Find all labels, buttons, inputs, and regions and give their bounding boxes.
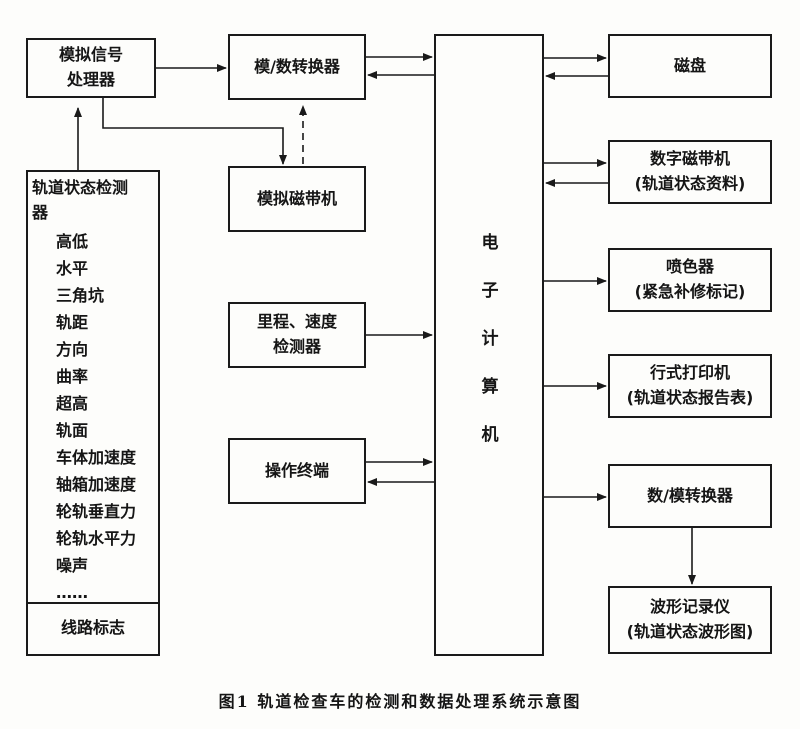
detector-title: 轨道状态检测 器 — [32, 176, 128, 226]
digital-tape-box: 数字磁带机 (轨道状态资料) — [608, 140, 772, 204]
da-converter-box: 数/模转换器 — [608, 464, 772, 528]
detector-item: 三角坑 — [56, 286, 105, 305]
computer-char: 算 — [481, 377, 499, 397]
line-printer-line1: 行式打印机 — [649, 363, 730, 383]
detector-item: 轮轨水平力 — [56, 529, 137, 548]
detector-item: 噪声 — [56, 556, 89, 575]
detector-title-line1: 轨道状态检测 — [32, 178, 129, 197]
detector-item: 轴箱加速度 — [56, 475, 137, 494]
operator-terminal-label: 操作终端 — [264, 460, 329, 480]
figure-caption: 图1 轨道检查车的检测和数据处理系统示意图 — [218, 692, 582, 711]
computer-char: 子 — [481, 281, 499, 301]
waveform-recorder-line2: (轨道状态波形图) — [626, 622, 754, 641]
arrow-processor-to-tape — [102, 96, 287, 165]
mileage-detector-line2: 检测器 — [272, 337, 321, 356]
line-printer-line2: (轨道状态报告表) — [626, 388, 754, 407]
mileage-detector-line1: 里程、速度 — [256, 312, 337, 332]
detector-item: 轨面 — [56, 421, 89, 440]
detector-item: 水平 — [56, 259, 89, 278]
computer-char: 电 — [481, 233, 499, 253]
waveform-recorder-box: 波形记录仪 (轨道状态波形图) — [608, 586, 772, 654]
disk-box: 磁盘 — [608, 34, 772, 98]
electronic-computer-box — [434, 34, 544, 656]
analog-tape-label: 模拟磁带机 — [256, 188, 337, 208]
detector-item-list: 高低 水平 三角坑 轨距 方向 曲率 超高 轨面 车体加速度 轴箱加速度 轮轨垂… — [56, 228, 136, 606]
line-marker-box: 线路标志 — [26, 602, 160, 656]
detector-item: 高低 — [56, 232, 89, 251]
detector-item: 曲率 — [56, 367, 89, 386]
sprayer-line2: (紧急补修标记) — [634, 282, 746, 301]
detector-item: 方向 — [56, 340, 89, 359]
sprayer-box: 喷色器 (紧急补修标记) — [608, 248, 772, 312]
disk-label: 磁盘 — [673, 55, 706, 75]
digital-tape-line2: (轨道状态资料) — [634, 174, 746, 193]
ad-converter-box: 模/数转换器 — [228, 34, 366, 100]
analog-processor-line1: 模拟信号 — [58, 45, 123, 65]
line-marker-label: 线路标志 — [60, 617, 125, 637]
ad-converter-label: 模/数转换器 — [254, 56, 340, 76]
computer-char: 机 — [481, 425, 499, 445]
detector-item: …… — [56, 583, 88, 602]
waveform-recorder-line1: 波形记录仪 — [649, 597, 730, 617]
detector-item: 轮轨垂直力 — [56, 502, 137, 521]
da-converter-label: 数/模转换器 — [647, 485, 733, 505]
analog-signal-processor-box: 模拟信号 处理器 — [26, 38, 156, 98]
detector-item: 车体加速度 — [56, 448, 137, 467]
analog-processor-line2: 处理器 — [66, 70, 115, 89]
detector-title-line2: 器 — [32, 202, 49, 222]
operator-terminal-box: 操作终端 — [228, 438, 366, 504]
digital-tape-line1: 数字磁带机 — [649, 149, 730, 169]
mileage-speed-detector-box: 里程、速度 检测器 — [228, 302, 366, 368]
computer-label: 电 子 计 算 机 — [437, 228, 543, 468]
detector-item: 轨距 — [56, 313, 89, 332]
sprayer-line1: 喷色器 — [665, 257, 714, 277]
analog-tape-recorder-box: 模拟磁带机 — [228, 166, 366, 232]
detector-item: 超高 — [56, 394, 89, 413]
computer-char: 计 — [481, 329, 499, 349]
line-printer-box: 行式打印机 (轨道状态报告表) — [608, 354, 772, 418]
detector-divider — [26, 602, 160, 604]
